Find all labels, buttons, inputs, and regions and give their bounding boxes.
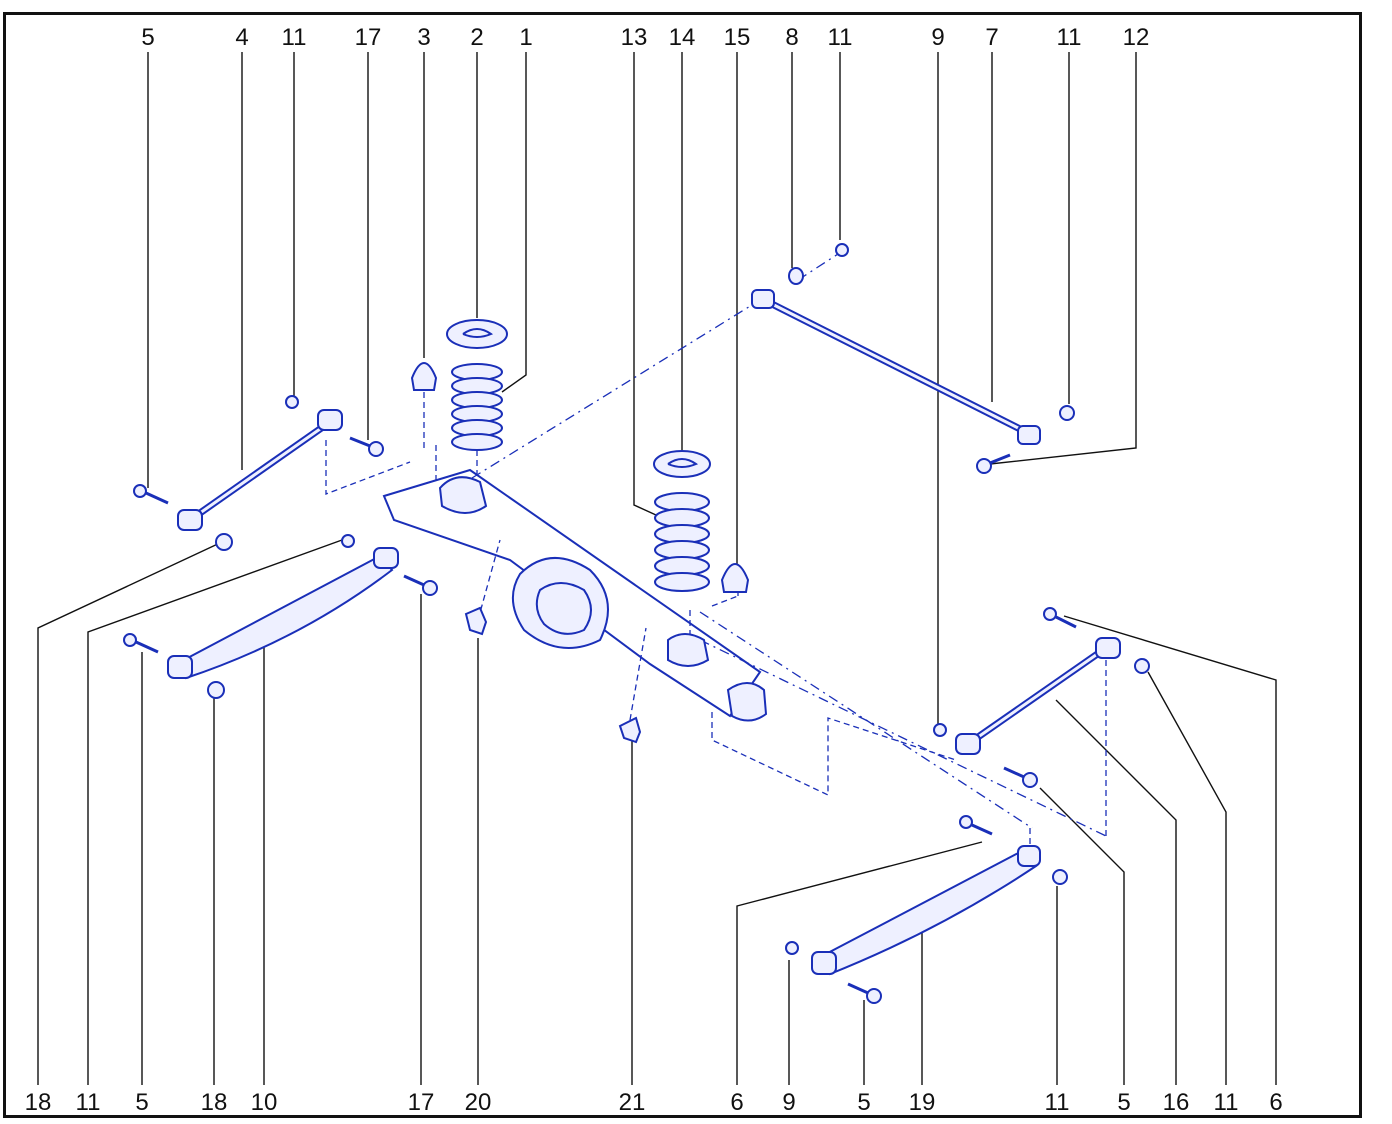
callout-bottom-11a: 11 [76, 1089, 101, 1116]
coil-spring-1 [451, 363, 503, 451]
bushing-18-upper [215, 533, 233, 551]
nut-11-right-lower [1052, 869, 1068, 885]
leader-lines [37, 52, 1277, 1085]
bushing-18-lower [207, 681, 225, 699]
bolt-5-right [1003, 766, 1038, 788]
bolt-5-lower-left [123, 633, 159, 654]
callout-bottom-17: 17 [408, 1089, 435, 1116]
callout-top-17: 17 [355, 24, 382, 51]
spring-seat-2 [446, 319, 508, 349]
bolt-5-upper-left [133, 484, 169, 505]
callout-top-11b: 11 [828, 24, 853, 51]
top-callouts: 5 4 11 17 3 2 1 13 14 15 8 11 9 7 11 12 [141, 24, 1149, 51]
callout-bottom-18b: 18 [201, 1089, 228, 1116]
callout-top-7: 7 [985, 24, 998, 51]
callout-top-8: 8 [785, 24, 798, 51]
spring-seat-14 [653, 450, 711, 478]
lower-link-19 [811, 845, 1041, 976]
nut-11-upper-left [285, 395, 299, 409]
bolt-6-right-lower [959, 815, 993, 836]
lateral-rod-7 [751, 289, 1041, 445]
bolt-6-right-upper [1043, 607, 1077, 629]
bottom-callouts: 18 11 5 18 10 17 20 21 6 9 5 19 11 5 16 … [25, 1089, 1283, 1116]
callout-bottom-19: 19 [909, 1089, 936, 1116]
bump-stop-15 [720, 563, 750, 593]
callout-top-12: 12 [1123, 24, 1150, 51]
upper-link-4 [177, 409, 343, 531]
nut-11-lower-left [341, 534, 355, 548]
callout-top-13: 13 [621, 24, 648, 51]
callout-bottom-10: 10 [251, 1089, 278, 1116]
callout-bottom-6b: 6 [1269, 1089, 1282, 1116]
callout-bottom-5a: 5 [135, 1089, 148, 1116]
callout-top-2: 2 [470, 24, 483, 51]
callout-bottom-18a: 18 [25, 1089, 52, 1116]
callout-bottom-20: 20 [465, 1089, 492, 1116]
callout-top-11c: 11 [1057, 24, 1082, 51]
callout-top-3: 3 [417, 24, 430, 51]
lower-link-10 [167, 547, 399, 680]
nut-11-rod [1059, 405, 1075, 421]
callout-bottom-11c: 11 [1214, 1089, 1239, 1116]
callout-top-14: 14 [669, 24, 696, 51]
callout-top-9: 9 [931, 24, 944, 51]
bracket-20 [464, 606, 488, 636]
callout-bottom-16: 16 [1163, 1089, 1190, 1116]
rear-axle-housing [382, 468, 768, 722]
bolt-17-lower [403, 574, 438, 596]
bolt-17-upper [349, 436, 384, 457]
callout-top-5: 5 [141, 24, 154, 51]
nut-11-top [835, 243, 849, 257]
callout-bottom-21: 21 [619, 1089, 646, 1116]
callout-bottom-9: 9 [782, 1089, 795, 1116]
bracket-21 [618, 716, 642, 744]
bolt-5-right-lower [847, 982, 882, 1004]
callout-top-4: 4 [235, 24, 248, 51]
nut-9-right [933, 723, 947, 737]
nut-11-right-upper [1134, 658, 1150, 674]
bolt-12 [976, 453, 1011, 474]
callout-top-1: 1 [519, 24, 532, 51]
callout-top-11a: 11 [282, 24, 307, 51]
washer-8 [788, 267, 804, 285]
bump-stop-3 [410, 362, 438, 391]
alignment-lines [325, 253, 1107, 848]
coil-spring-13 [654, 492, 710, 592]
callout-bottom-6a: 6 [730, 1089, 743, 1116]
upper-link-16 [955, 637, 1121, 755]
callout-bottom-11b: 11 [1045, 1089, 1070, 1116]
callout-bottom-5c: 5 [1117, 1089, 1130, 1116]
callout-bottom-5b: 5 [857, 1089, 870, 1116]
callout-top-15: 15 [724, 24, 751, 51]
nut-9-right-lower [785, 941, 799, 955]
